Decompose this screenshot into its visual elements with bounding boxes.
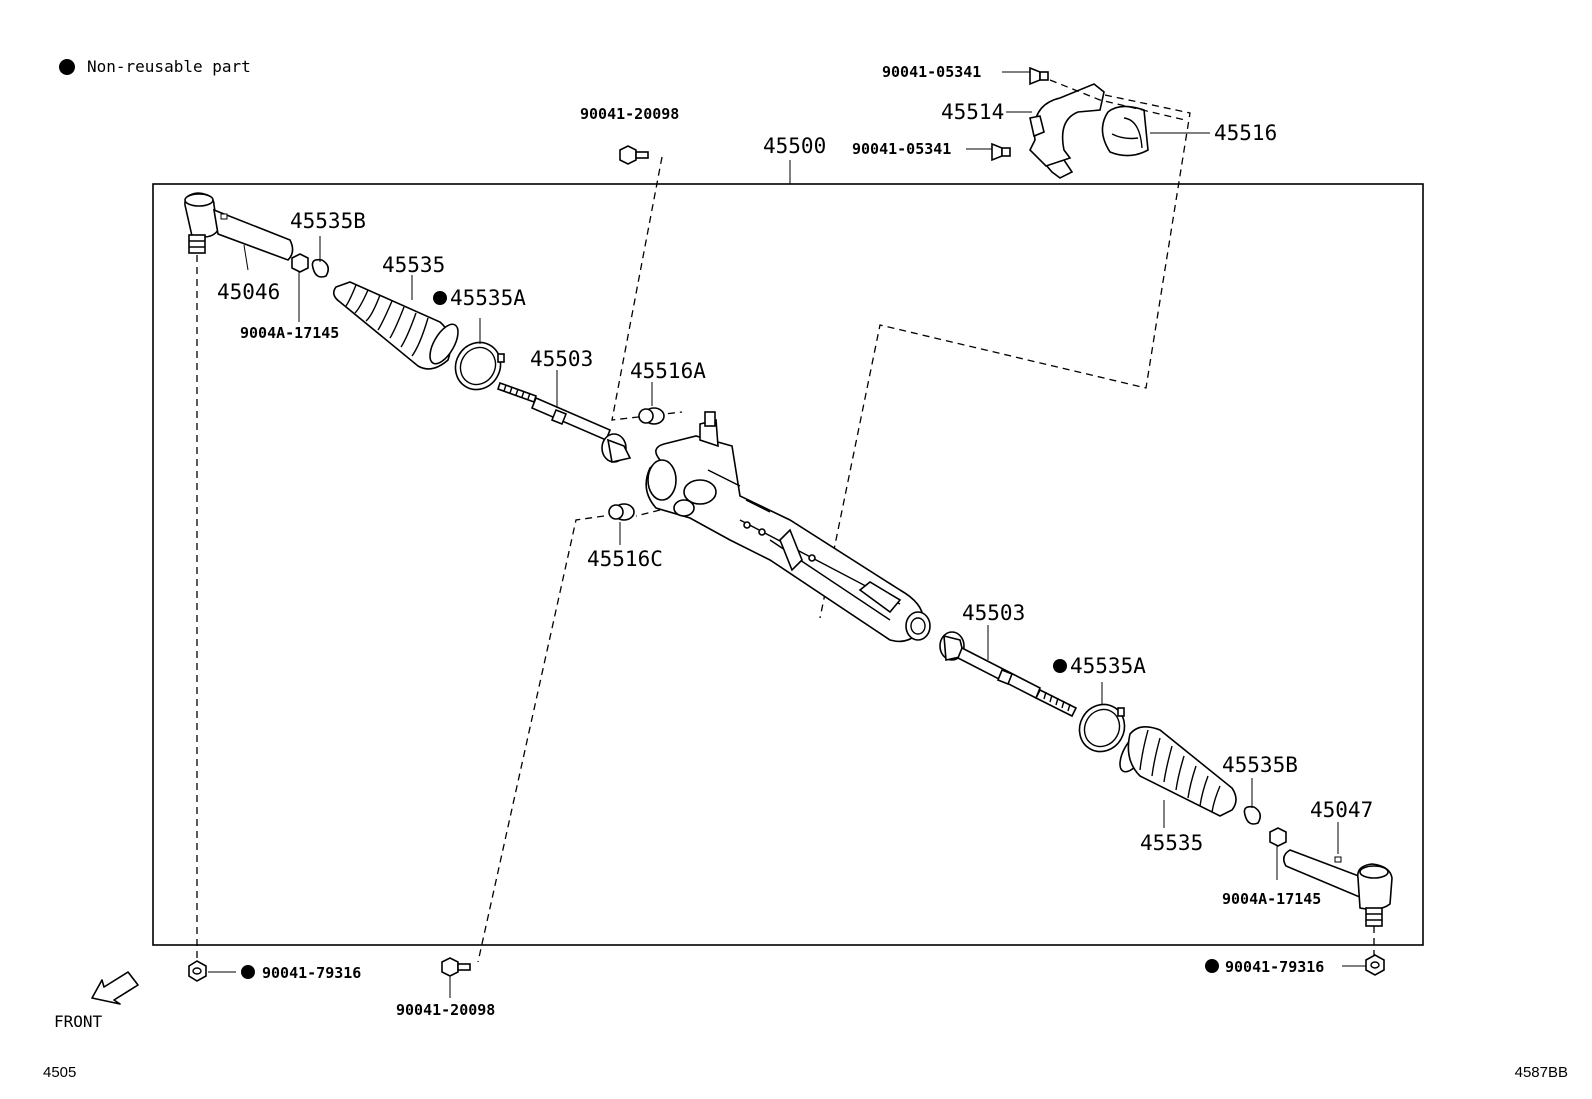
- non-reusable-mark-nut-left: [241, 965, 255, 979]
- non-reusable-mark-band-left: [433, 291, 447, 305]
- inner-rod-right-45503: [939, 631, 1078, 718]
- label-bushing-a: 45516A: [630, 359, 706, 383]
- non-reusable-mark-band-right: [1053, 659, 1067, 673]
- assembly-frame: [152, 183, 1424, 946]
- bushing-45516a: [638, 407, 665, 425]
- boot-clip-right: [1243, 805, 1262, 825]
- label-grommet: 45516: [1214, 121, 1277, 145]
- label-bolt-bottom: 90041-20098: [396, 1001, 495, 1019]
- nut-left-79316: [188, 960, 207, 982]
- bolt-top-20098: [619, 145, 649, 165]
- label-bracket: 45514: [941, 100, 1004, 124]
- label-boot-right: 45535: [1140, 831, 1203, 855]
- label-nut-left: 90041-79316: [262, 964, 361, 982]
- footer-left-code: 4505: [43, 1064, 76, 1081]
- front-arrow-icon: [91, 971, 139, 1005]
- boot-band-right: [1078, 703, 1126, 753]
- boot-band-left: [454, 341, 505, 391]
- tie-rod-end-right: [1282, 849, 1393, 927]
- label-boot-clip-right: 45535B: [1222, 753, 1298, 777]
- label-inner-rod-left: 45503: [530, 347, 593, 371]
- label-boot-left: 45535: [382, 253, 445, 277]
- non-reusable-mark-nut-right: [1205, 959, 1219, 973]
- label-nut-right: 90041-79316: [1225, 958, 1324, 976]
- label-clamp-bolt-mid: 90041-05341: [852, 140, 951, 158]
- bushing-45516c: [608, 503, 635, 521]
- front-label: FRONT: [54, 1012, 103, 1031]
- boot-left-45535: [332, 281, 459, 370]
- clamp-bolt-top: [1029, 66, 1049, 86]
- label-inner-rod-right: 45503: [962, 601, 1025, 625]
- boot-clip-left: [311, 258, 330, 278]
- footer-right-code: 4587BB: [1515, 1064, 1568, 1081]
- label-tie-rod-end-left: 45046: [217, 280, 280, 304]
- lock-nut-left: [291, 253, 309, 273]
- label-lock-nut-right: 9004A-17145: [1222, 890, 1321, 908]
- lock-nut-right: [1269, 827, 1287, 847]
- label-boot-clip-left: 45535B: [290, 209, 366, 233]
- assembly-label: 45500: [763, 134, 826, 158]
- bracket-45514: [1029, 83, 1105, 179]
- label-boot-band-right: 45535A: [1070, 654, 1146, 678]
- rack-housing: [645, 411, 931, 643]
- label-clamp-bolt-top: 90041-05341: [882, 63, 981, 81]
- label-tie-rod-end-right: 45047: [1310, 798, 1373, 822]
- label-bolt-top: 90041-20098: [580, 105, 679, 123]
- boot-right-45535: [1119, 726, 1237, 817]
- label-bushing-c: 45516C: [587, 547, 663, 571]
- tie-rod-end-left: [184, 192, 294, 261]
- legend-text: Non-reusable part: [87, 57, 251, 76]
- nut-right-79316: [1365, 954, 1385, 976]
- inner-rod-left-45503: [496, 381, 632, 463]
- label-boot-band-left: 45535A: [450, 286, 526, 310]
- grommet-45516: [1101, 105, 1149, 157]
- non-reusable-symbol: [59, 59, 75, 75]
- bolt-bottom-20098: [441, 957, 471, 977]
- clamp-bolt-mid: [991, 142, 1011, 162]
- label-lock-nut-left: 9004A-17145: [240, 324, 339, 342]
